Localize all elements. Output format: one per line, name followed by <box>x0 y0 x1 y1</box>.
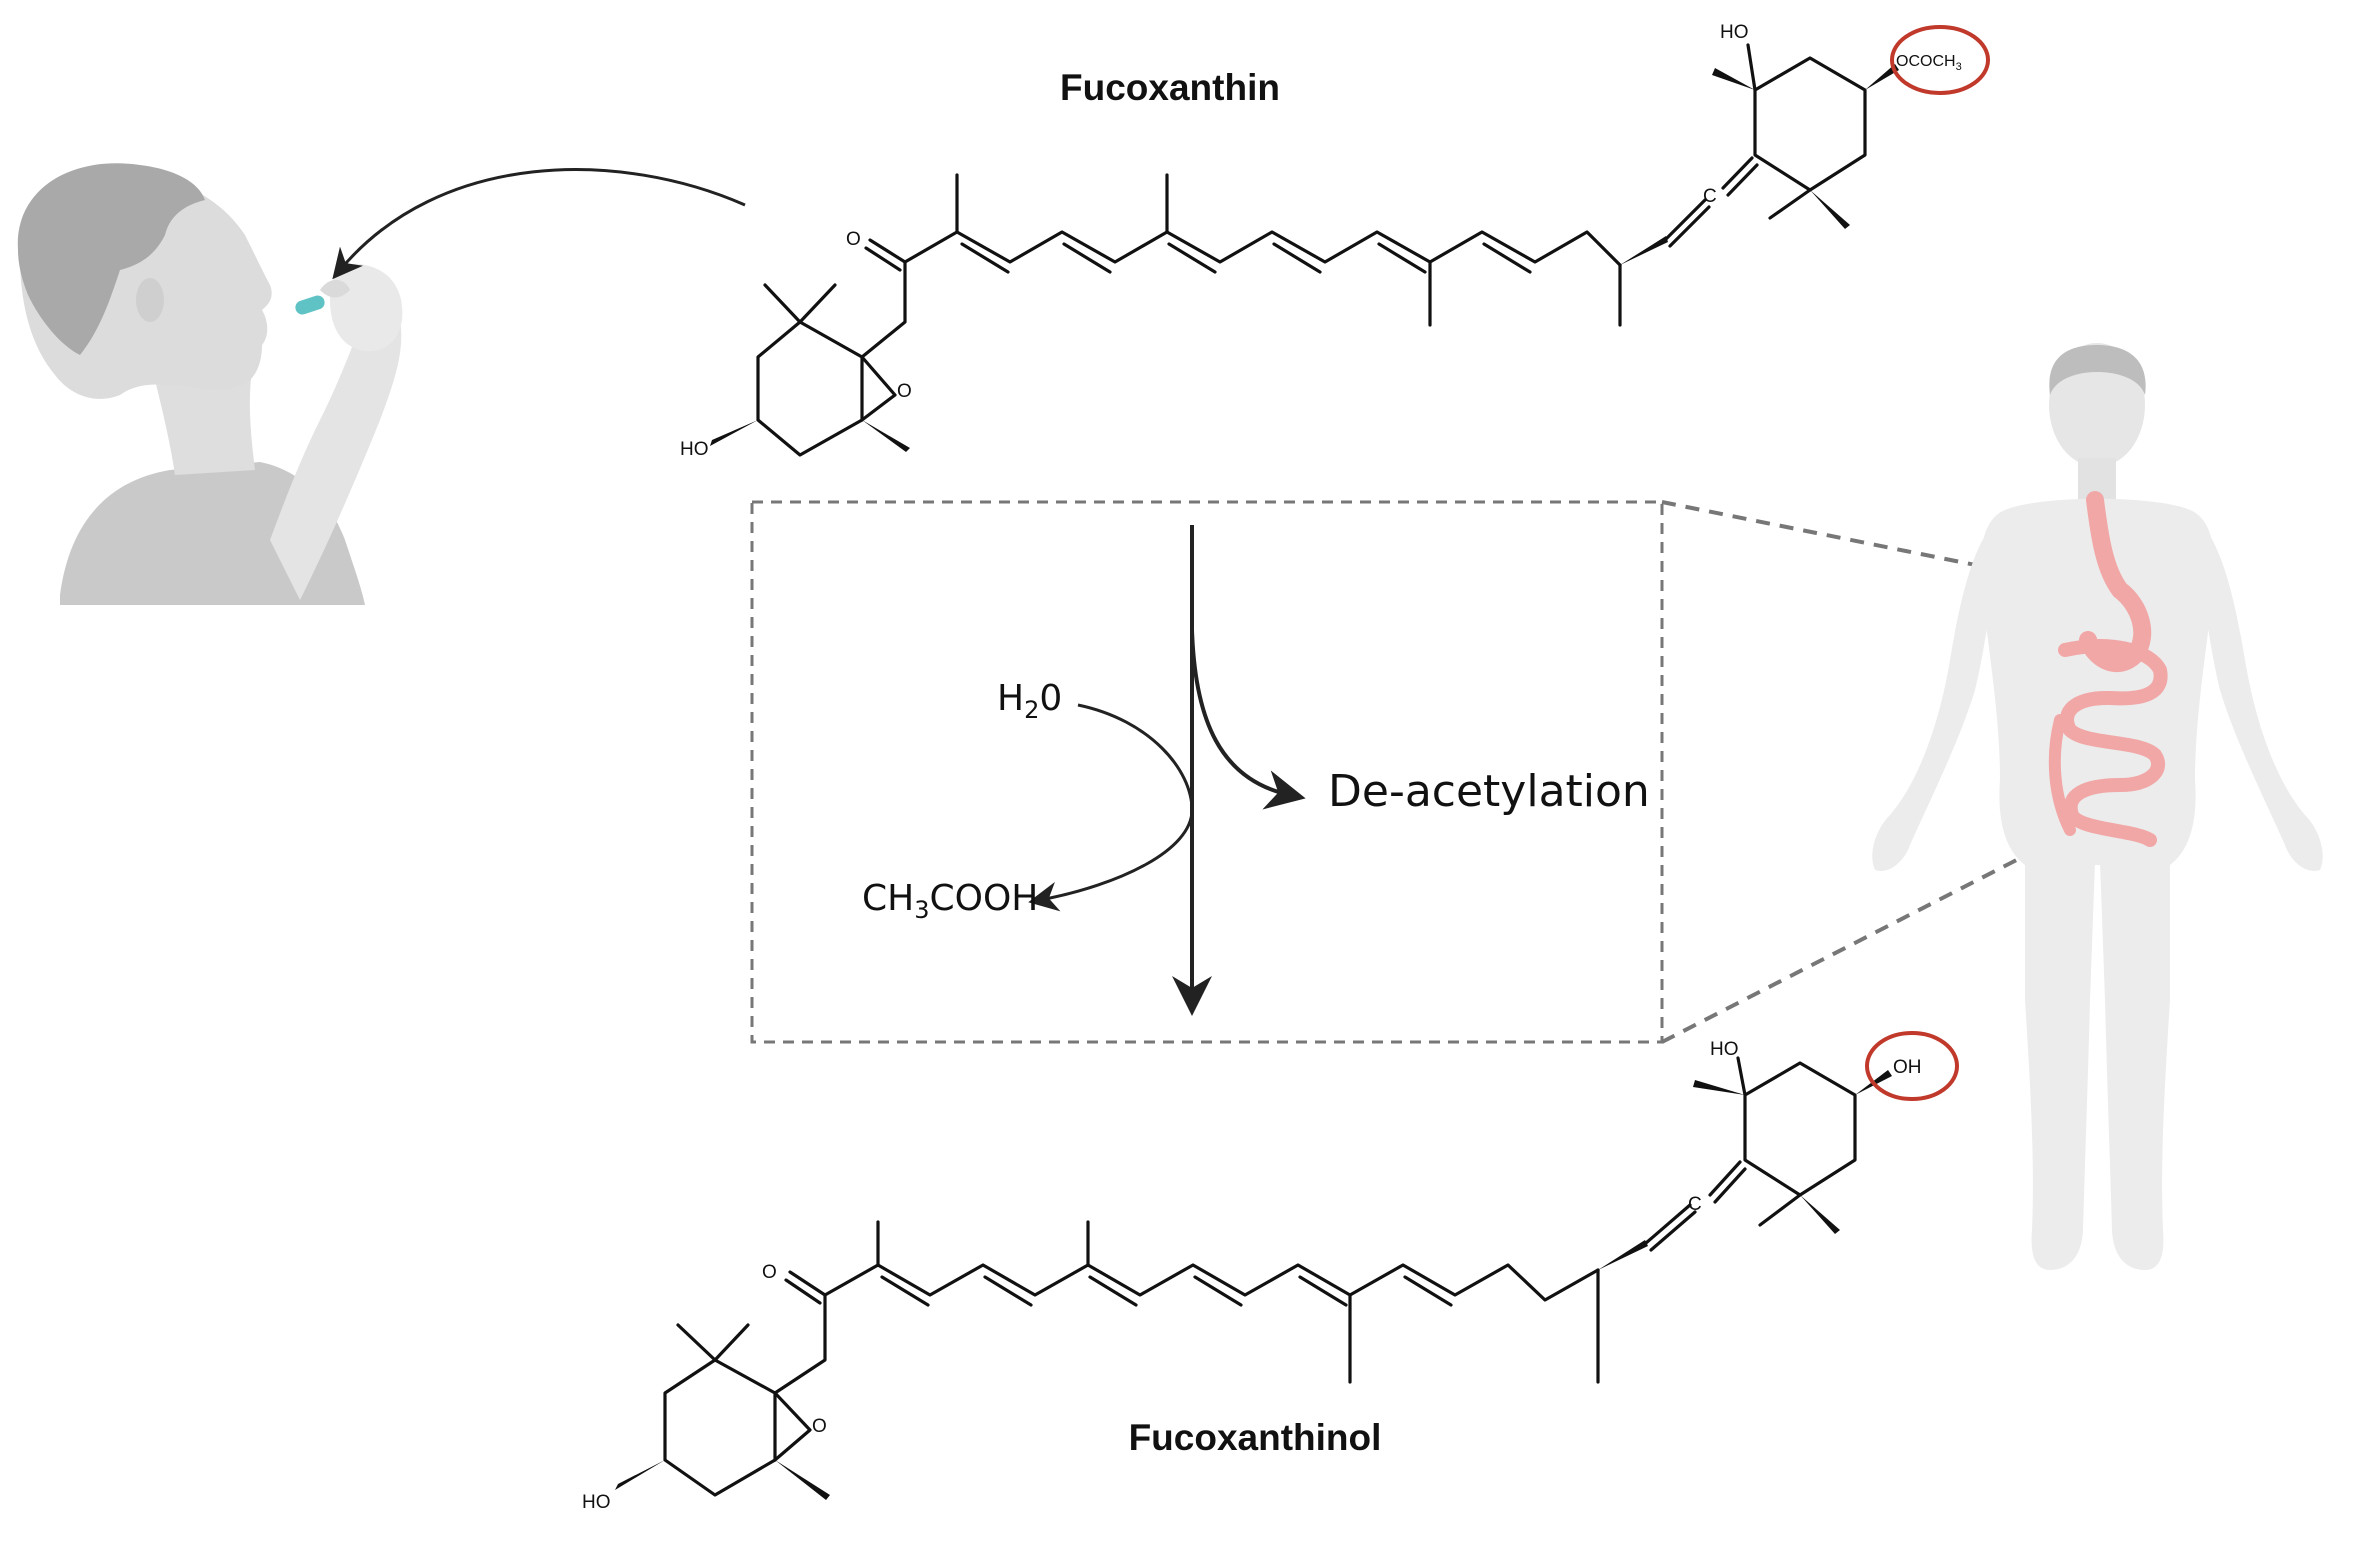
hydroxyl-left-bottom: HO <box>582 1492 611 1513</box>
highlight-circle-hydroxyl <box>1865 1031 1959 1101</box>
hydroxyl-top-right: HO <box>1720 22 1749 43</box>
epoxide-o-bottom: O <box>812 1416 827 1437</box>
fucoxanthinol-label: Fucoxanthinol <box>1129 1417 1382 1458</box>
water-acid-arrow <box>1028 703 1194 912</box>
hydroxyl-new-label: OH <box>1893 1057 1922 1078</box>
ketone-o-top: O <box>846 229 861 250</box>
epoxide-o-top: O <box>897 381 912 402</box>
human-body-icon <box>1872 343 2323 1270</box>
ketone-o-bottom: O <box>762 1262 777 1283</box>
capsule-icon <box>295 295 325 315</box>
ingest-arrow <box>332 168 746 280</box>
hydroxyl-left-top: HO <box>680 439 709 460</box>
highlight-circle-acetoxy <box>1890 25 1990 95</box>
allene-c-top: C <box>1703 186 1717 207</box>
hydroxyl-top-right-bottom: HO <box>1710 1039 1739 1060</box>
acetic-acid-label: CH3COOH <box>862 878 1038 924</box>
fucoxanthinol-structure: Fucoxanthinol O HO O C <box>582 1031 1959 1513</box>
allene-c-bottom: C <box>1688 1194 1702 1215</box>
acetoxy-label: OCOCH3 <box>1896 53 1962 73</box>
person-taking-capsule-icon <box>17 163 403 605</box>
water-label: H20 <box>997 678 1062 724</box>
fucoxanthin-structure: Fucoxanthin O HO O <box>680 22 1990 460</box>
deacetylation-arrow <box>1190 629 1306 810</box>
deacetylation-label: De-acetylation <box>1328 766 1650 817</box>
mechanism-box <box>750 500 1664 1044</box>
fucoxanthin-label: Fucoxanthin <box>1060 67 1280 108</box>
